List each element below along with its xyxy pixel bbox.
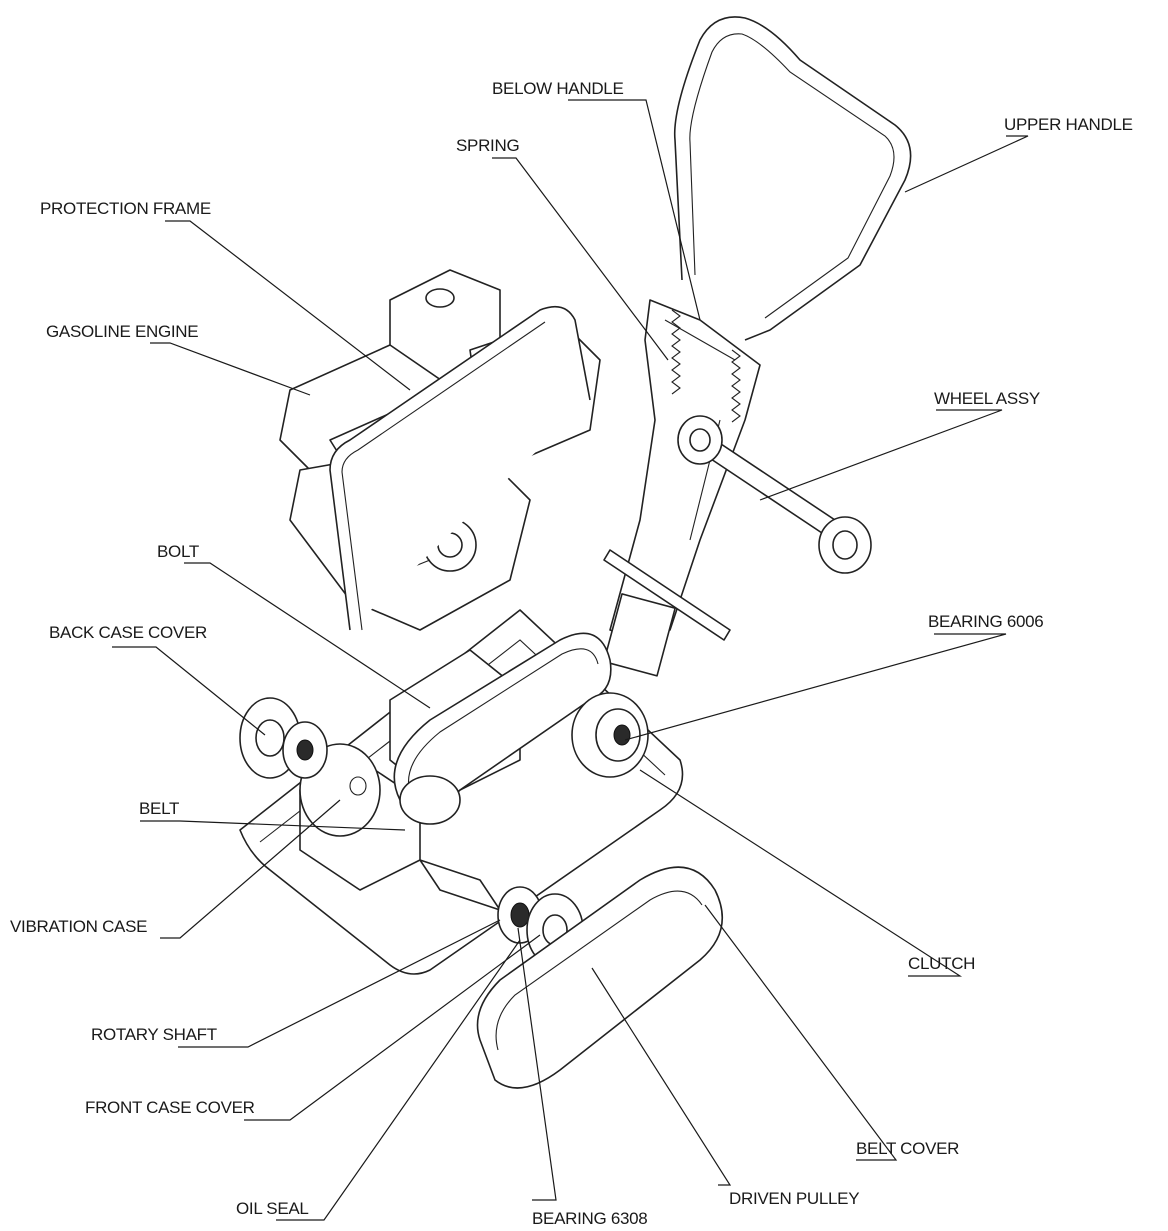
label-vibration-case: VIBRATION CASE xyxy=(10,917,147,936)
label-driven-pulley: DRIVEN PULLEY xyxy=(729,1189,859,1208)
label-front-case-cover: FRONT CASE COVER xyxy=(85,1098,255,1117)
label-spring: SPRING xyxy=(456,136,519,155)
label-clutch: CLUTCH xyxy=(908,954,975,973)
label-gasoline-engine: GASOLINE ENGINE xyxy=(46,322,198,341)
wheel-assy-drawing xyxy=(603,415,872,641)
below-handle-drawing xyxy=(603,299,761,677)
label-protection-frame: PROTECTION FRAME xyxy=(40,199,211,218)
label-rotary-shaft: ROTARY SHAFT xyxy=(91,1025,217,1044)
gasoline-engine-drawing xyxy=(279,269,601,631)
label-wheel-assy: WHEEL ASSY xyxy=(934,389,1040,408)
label-below-handle: BELOW HANDLE xyxy=(492,79,624,98)
belt-cover-drawing xyxy=(476,866,723,1089)
label-back-case-cover: BACK CASE COVER xyxy=(49,623,207,642)
spring-drawing xyxy=(671,309,741,423)
label-bearing-6308: BEARING 6308 xyxy=(532,1209,647,1228)
machine-illustration xyxy=(239,16,912,1089)
back-case-cover-drawing xyxy=(239,697,328,779)
upper-handle-drawing xyxy=(673,16,912,341)
leader-lines xyxy=(112,99,1029,1221)
belt-and-clutch-drawing xyxy=(393,632,649,825)
label-bolt: BOLT xyxy=(157,542,199,561)
label-belt: BELT xyxy=(139,799,179,818)
label-belt-cover: BELT COVER xyxy=(856,1139,959,1158)
label-bearing-6006: BEARING 6006 xyxy=(928,612,1043,631)
label-upper-handle: UPPER HANDLE xyxy=(1004,115,1133,134)
part-labels: BELOW HANDLE UPPER HANDLE SPRING PROTECT… xyxy=(10,79,1133,1228)
label-oil-seal: OIL SEAL xyxy=(236,1199,309,1218)
